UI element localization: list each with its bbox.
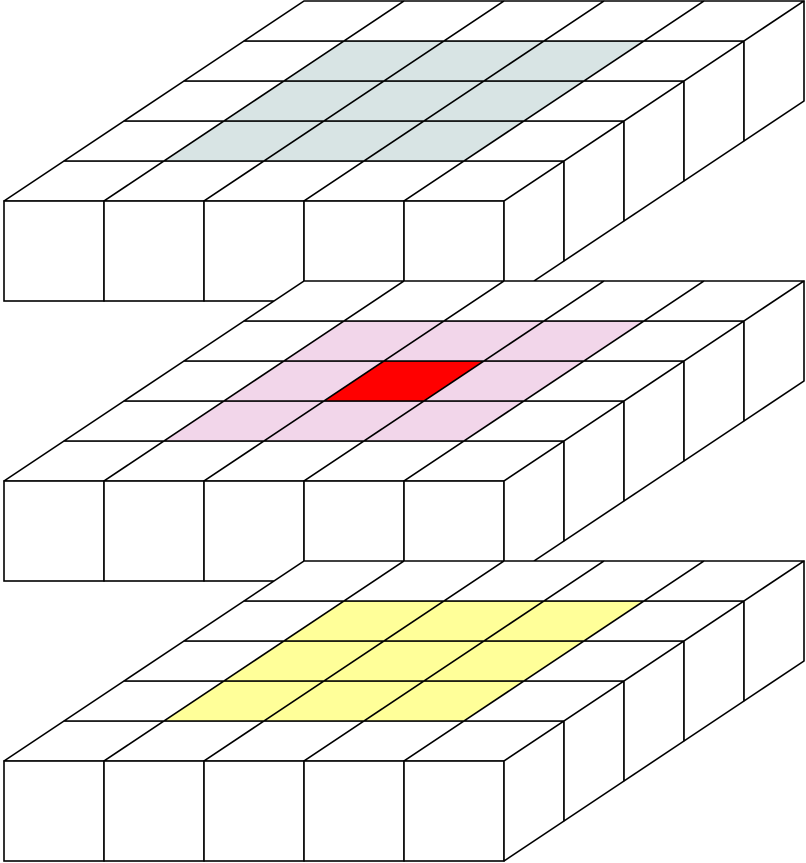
front-cell-0: [3, 760, 105, 862]
front-cell-1: [103, 760, 205, 862]
front-cell-3: [303, 760, 405, 862]
side-cell-4: [743, 560, 805, 702]
front-cell-0: [3, 200, 105, 302]
bottom-layer: [3, 560, 805, 862]
side-cell-4: [743, 280, 805, 422]
middle-layer: [3, 280, 805, 582]
front-cell-1: [103, 480, 205, 582]
side-cell-4: [743, 0, 805, 142]
top-layer: [3, 0, 805, 302]
front-cell-2: [203, 200, 305, 302]
front-cell-0: [3, 480, 105, 582]
front-cell-2: [203, 480, 305, 582]
front-cell-1: [103, 200, 205, 302]
front-cell-2: [203, 760, 305, 862]
front-cell-4: [403, 760, 505, 862]
